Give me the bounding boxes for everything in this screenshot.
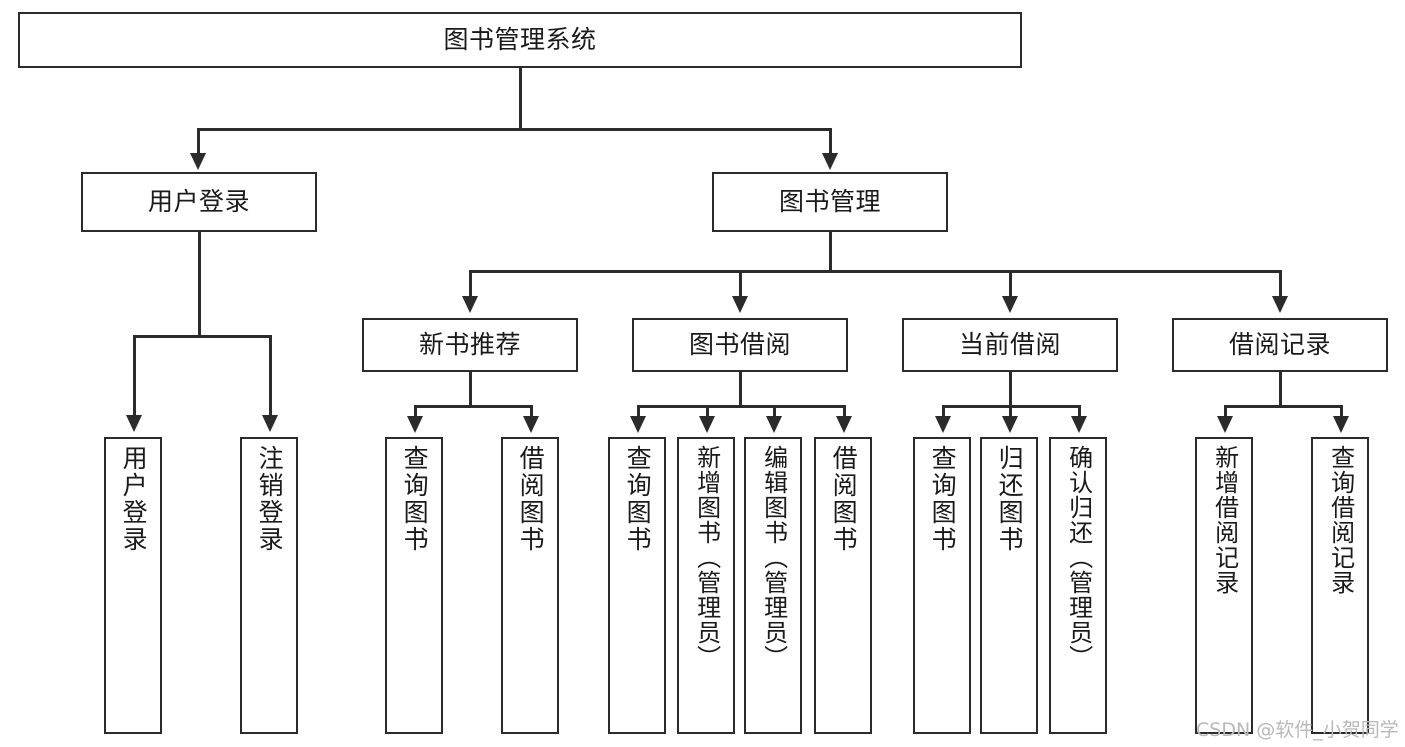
leaf-query-borrow-record[interactable]: 查询借阅记录 bbox=[1311, 437, 1369, 734]
connector-nbr-stem bbox=[469, 372, 472, 407]
connector-book-management-stem bbox=[829, 232, 832, 272]
connector-bb-stem bbox=[739, 372, 742, 407]
connector-nbr-drop-1 bbox=[414, 405, 417, 419]
csdn-watermark: CSDN @软件_小贺同学 bbox=[1196, 719, 1399, 741]
leaf-borrow-book-borrow[interactable]: 借阅图书 bbox=[814, 437, 872, 734]
connector-br-bus bbox=[1224, 405, 1342, 408]
connector-root-stem bbox=[519, 68, 522, 130]
connector-cb-drop-2 bbox=[1009, 405, 1012, 419]
leaf-edit-book-admin[interactable]: 编辑图书（管理员） bbox=[744, 437, 802, 734]
arrow-to-new-book-recommend bbox=[462, 296, 478, 313]
connector-level3-drop-3 bbox=[1009, 270, 1012, 298]
leaf-query-book-current[interactable]: 查询图书 bbox=[913, 437, 971, 734]
leaf-confirm-return-admin[interactable]: 确认归还（管理员） bbox=[1049, 437, 1107, 734]
node-label: 图书管理系统 bbox=[443, 25, 597, 55]
node-borrow-record[interactable]: 借阅记录 bbox=[1172, 318, 1388, 372]
node-label: 当前借阅 bbox=[958, 330, 1061, 360]
arrow-to-leaf-query-book-nbr bbox=[407, 416, 423, 433]
leaf-user-login[interactable]: 用户登录 bbox=[104, 437, 162, 734]
arrow-to-leaf-query-record bbox=[1333, 416, 1349, 433]
connector-bb-drop-1 bbox=[637, 405, 640, 419]
node-label: 归还图书 bbox=[995, 445, 1025, 553]
node-label: 用户登录 bbox=[147, 187, 250, 217]
arrow-to-leaf-borrow-book-nbr bbox=[523, 416, 539, 433]
connector-cb-drop-1 bbox=[942, 405, 945, 419]
node-label: 借阅图书 bbox=[516, 445, 546, 553]
arrow-to-current-borrow bbox=[1002, 296, 1018, 313]
leaf-query-book-borrow[interactable]: 查询图书 bbox=[608, 437, 666, 734]
arrow-to-leaf-add-book bbox=[699, 416, 715, 433]
arrow-to-leaf-confirm-return bbox=[1071, 416, 1087, 433]
arrow-to-leaf-query-book-cb bbox=[935, 416, 951, 433]
connector-br-drop-2 bbox=[1340, 405, 1343, 419]
node-label: 查询图书 bbox=[928, 445, 958, 553]
node-label: 新增借阅记录 bbox=[1210, 445, 1239, 595]
leaf-borrow-book-recommend[interactable]: 借阅图书 bbox=[501, 437, 559, 734]
connector-level3-bus bbox=[469, 270, 1281, 273]
leaf-logout[interactable]: 注销登录 bbox=[240, 437, 298, 734]
node-label: 图书管理 bbox=[778, 187, 881, 217]
node-label: 新增图书（管理员） bbox=[692, 445, 721, 670]
node-book-borrow[interactable]: 图书借阅 bbox=[632, 318, 848, 372]
leaf-add-book-admin[interactable]: 新增图书（管理员） bbox=[677, 437, 735, 734]
connector-level2-bus bbox=[197, 128, 831, 131]
arrow-to-leaf-logout bbox=[262, 415, 278, 432]
node-label: 查询借阅记录 bbox=[1326, 445, 1355, 595]
leaf-return-book[interactable]: 归还图书 bbox=[980, 437, 1038, 734]
connector-cb-drop-3 bbox=[1078, 405, 1081, 419]
connector-level2-drop-right bbox=[829, 128, 832, 155]
connector-level3-drop-2 bbox=[739, 270, 742, 298]
node-root-book-management-system[interactable]: 图书管理系统 bbox=[18, 12, 1022, 68]
connector-user-login-bus bbox=[133, 335, 271, 338]
node-user-login[interactable]: 用户登录 bbox=[81, 172, 317, 232]
node-label: 查询图书 bbox=[400, 445, 430, 553]
arrow-to-book-borrow bbox=[732, 296, 748, 313]
connector-level2-drop-left bbox=[197, 128, 200, 155]
connector-user-login-drop-2 bbox=[269, 335, 272, 417]
arrow-to-user-login bbox=[190, 153, 206, 170]
connector-bb-drop-4 bbox=[843, 405, 846, 419]
arrow-to-leaf-edit-book bbox=[766, 416, 782, 433]
connector-bb-bus bbox=[637, 405, 845, 408]
connector-br-drop-1 bbox=[1224, 405, 1227, 419]
connector-nbr-bus bbox=[414, 405, 532, 408]
connector-user-login-stem bbox=[198, 232, 201, 337]
connector-level3-drop-4 bbox=[1279, 270, 1282, 298]
connector-bb-drop-2 bbox=[706, 405, 709, 419]
node-label: 编辑图书（管理员） bbox=[759, 445, 788, 670]
node-label: 用户登录 bbox=[119, 445, 149, 553]
leaf-query-book-recommend[interactable]: 查询图书 bbox=[385, 437, 443, 734]
node-label: 图书借阅 bbox=[688, 330, 791, 360]
node-label: 确认归还（管理员） bbox=[1064, 445, 1093, 670]
arrow-to-leaf-return-book bbox=[1002, 416, 1018, 433]
node-label: 借阅图书 bbox=[829, 445, 859, 553]
arrow-to-leaf-add-record bbox=[1217, 416, 1233, 433]
node-current-borrow[interactable]: 当前借阅 bbox=[902, 318, 1118, 372]
node-label: 借阅记录 bbox=[1228, 330, 1331, 360]
node-new-book-recommend[interactable]: 新书推荐 bbox=[362, 318, 578, 372]
node-label: 注销登录 bbox=[255, 445, 285, 553]
node-book-management[interactable]: 图书管理 bbox=[712, 172, 948, 232]
arrow-to-leaf-borrow-book-bb bbox=[836, 416, 852, 433]
arrow-to-borrow-record bbox=[1272, 296, 1288, 313]
connector-level3-drop-1 bbox=[469, 270, 472, 298]
connector-user-login-drop-1 bbox=[133, 335, 136, 417]
leaf-add-borrow-record[interactable]: 新增借阅记录 bbox=[1195, 437, 1253, 734]
arrow-to-leaf-query-book-bb bbox=[630, 416, 646, 433]
node-label: 新书推荐 bbox=[418, 330, 521, 360]
arrow-to-book-management bbox=[822, 153, 838, 170]
connector-nbr-drop-2 bbox=[530, 405, 533, 419]
connector-bb-drop-3 bbox=[773, 405, 776, 419]
arrow-to-leaf-user-login bbox=[126, 415, 142, 432]
connector-cb-stem bbox=[1009, 372, 1012, 407]
node-label: 查询图书 bbox=[623, 445, 653, 553]
connector-br-stem bbox=[1279, 372, 1282, 407]
